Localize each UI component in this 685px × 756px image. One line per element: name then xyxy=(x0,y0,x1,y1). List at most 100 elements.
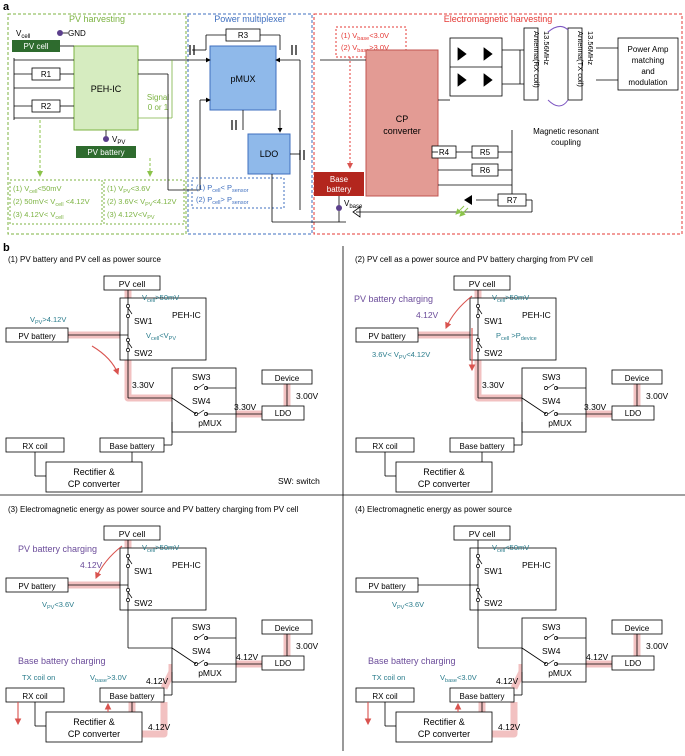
q2-base-battery-label: Base battery xyxy=(460,442,505,451)
power-multiplexer-title: Power multiplexer xyxy=(214,14,286,24)
vpv-conditions-box xyxy=(103,179,185,225)
pmux-block xyxy=(209,45,277,111)
q4-ldo-label: LDO xyxy=(625,659,641,668)
vbase-conditions-box xyxy=(335,26,407,58)
em-harvesting-title: Electromagnetic harvesting xyxy=(444,14,553,24)
q3-sw2-label: SW2 xyxy=(134,598,153,608)
q1-pv-battery-label: PV battery xyxy=(18,332,55,341)
base-battery-2: battery xyxy=(327,185,351,194)
q2-rectifier-label-1: Rectifier & xyxy=(423,467,465,477)
q1-device-label: Device xyxy=(275,374,300,383)
pv-cell-block xyxy=(12,40,60,52)
vpv-cond-2: (2) 3.6V< VPV<4.12V xyxy=(107,197,176,208)
q4-base-battery-label: Base battery xyxy=(460,692,505,701)
q1-peh-ic-label: PEH-IC xyxy=(172,310,201,320)
vcell-cond-2: (2) 50mV< Vcell <4.12V xyxy=(13,197,90,208)
power-multiplexer-region xyxy=(187,13,313,235)
q4-ldo-block xyxy=(611,655,655,671)
q2-rectifier-label-2: CP converter xyxy=(418,479,470,489)
q1-vcmp-cond: Vcell<VPV xyxy=(146,331,176,342)
q3-rectifier-label-2: CP converter xyxy=(68,729,120,739)
vcell-label: Vcell xyxy=(16,29,30,40)
vcell-cond-1: (1) Vcell<50mV xyxy=(13,184,62,195)
q1-ldo-block xyxy=(261,405,305,421)
cp-label-2: converter xyxy=(383,126,421,136)
q4-pv-battery-label: PV battery xyxy=(368,582,405,591)
q1-pmux-label: pMUX xyxy=(198,418,222,428)
q4-vbase-cond: Vbase<3.0V xyxy=(440,673,477,684)
peh-ic-label: PEH-IC xyxy=(91,84,122,94)
q4-v-dev: 3.00V xyxy=(646,641,669,651)
pv-battery-block xyxy=(76,146,136,158)
q4-tx-on-label: TX coil on xyxy=(372,673,405,682)
q4-vcell-cond: Vcell<50mV xyxy=(492,543,529,554)
q3-pv-cell-label: PV cell xyxy=(119,529,146,539)
base-battery-1: Base xyxy=(330,175,349,184)
q3-pv-cell-block xyxy=(103,525,161,541)
q2-sw1-switch xyxy=(476,304,483,318)
q2-rectifier-block xyxy=(395,461,493,493)
q4-vpv-cond: VPV<3.6V xyxy=(392,600,424,611)
psensor-cond-1: (1) Pcell< Psensor xyxy=(196,183,249,194)
q2-sw4-label: SW4 xyxy=(542,396,561,406)
q1-pv-cell-block xyxy=(103,275,161,291)
q2-vrange-cond: 3.6V< VPV<4.12V xyxy=(372,350,430,361)
magnetic-coupling-1: Magnetic resonant xyxy=(533,127,600,136)
q2-pmux-block xyxy=(521,367,587,433)
q1-pmux-block xyxy=(171,367,237,433)
cp-label-1: CP xyxy=(396,114,409,124)
q1-vcell-cond: Vcell>50mV xyxy=(142,293,179,304)
q1-peh-ic-block xyxy=(119,297,207,361)
antenna-rx-freq: 13.56MHz xyxy=(542,31,551,65)
q2-peh-ic-block xyxy=(469,297,557,361)
q3-v412: 4.12V xyxy=(80,560,103,570)
base-battery-block xyxy=(314,172,364,196)
psensor-conditions-box xyxy=(191,177,285,209)
q3-rectifier-label-1: Rectifier & xyxy=(73,717,115,727)
q3-vpv-cond: VPV<3.6V xyxy=(42,600,74,611)
signal-label-1: Signal xyxy=(147,93,169,102)
q4-sw1-switch xyxy=(476,554,483,568)
vcell-node xyxy=(57,30,63,36)
vcell-conditions-box xyxy=(9,179,103,225)
q1-sw1-label: SW1 xyxy=(134,316,153,326)
q3-vcell-cond: Vcell>50mV xyxy=(142,543,179,554)
q3-pmux-label: pMUX xyxy=(198,668,222,678)
panel-a-label: a xyxy=(3,1,10,13)
q3-charge-arrow xyxy=(95,545,123,580)
r3-label: R3 xyxy=(238,31,249,40)
q1-rx-coil-label: RX coil xyxy=(22,442,48,451)
vpv-cond-1: (1) VPV<3.6V xyxy=(107,184,150,195)
q3-device-label: Device xyxy=(275,624,300,633)
q2-ldo-block xyxy=(611,405,655,421)
q3-ldo-block xyxy=(261,655,305,671)
vpv-node xyxy=(103,136,109,142)
q4-sw2-switch xyxy=(476,588,483,602)
ldo-label: LDO xyxy=(260,149,279,159)
vbase-cond-2: (2) Vbase>3.0V xyxy=(341,43,389,54)
q2-charge-arrow xyxy=(445,295,473,330)
q3-peh-ic-block xyxy=(119,547,207,611)
q1-rectifier-block xyxy=(45,461,143,493)
vcell-cond-3: (3) 4.12V< Vcell xyxy=(13,210,64,221)
ldo-block xyxy=(247,133,291,175)
q4-rectifier-label-1: Rectifier & xyxy=(423,717,465,727)
q2-pmux-label: pMUX xyxy=(548,418,572,428)
q1-ldo-label: LDO xyxy=(275,409,291,418)
pv-harvesting-region xyxy=(7,13,187,235)
q3-v-dev: 3.00V xyxy=(296,641,319,651)
q1-v-mid: 3.30V xyxy=(234,402,257,412)
q1-sw1-switch xyxy=(126,304,133,318)
q2-sw2-label: SW2 xyxy=(484,348,503,358)
q1-rectifier-label-2: CP converter xyxy=(68,479,120,489)
q3-title: (3) Electromagnetic energy as power sour… xyxy=(8,505,299,514)
pv-harvesting-title: PV harvesting xyxy=(69,14,125,24)
q2-v-out: 3.30V xyxy=(482,380,505,390)
q4-base-charging-label: Base battery charging xyxy=(368,656,456,666)
q4-pv-cell-label: PV cell xyxy=(469,529,496,539)
antenna-rx-label: Antenna(RX coil) xyxy=(532,31,541,88)
q2-ldo-label: LDO xyxy=(625,409,641,418)
q3-rx-coil-label: RX coil xyxy=(22,692,48,701)
